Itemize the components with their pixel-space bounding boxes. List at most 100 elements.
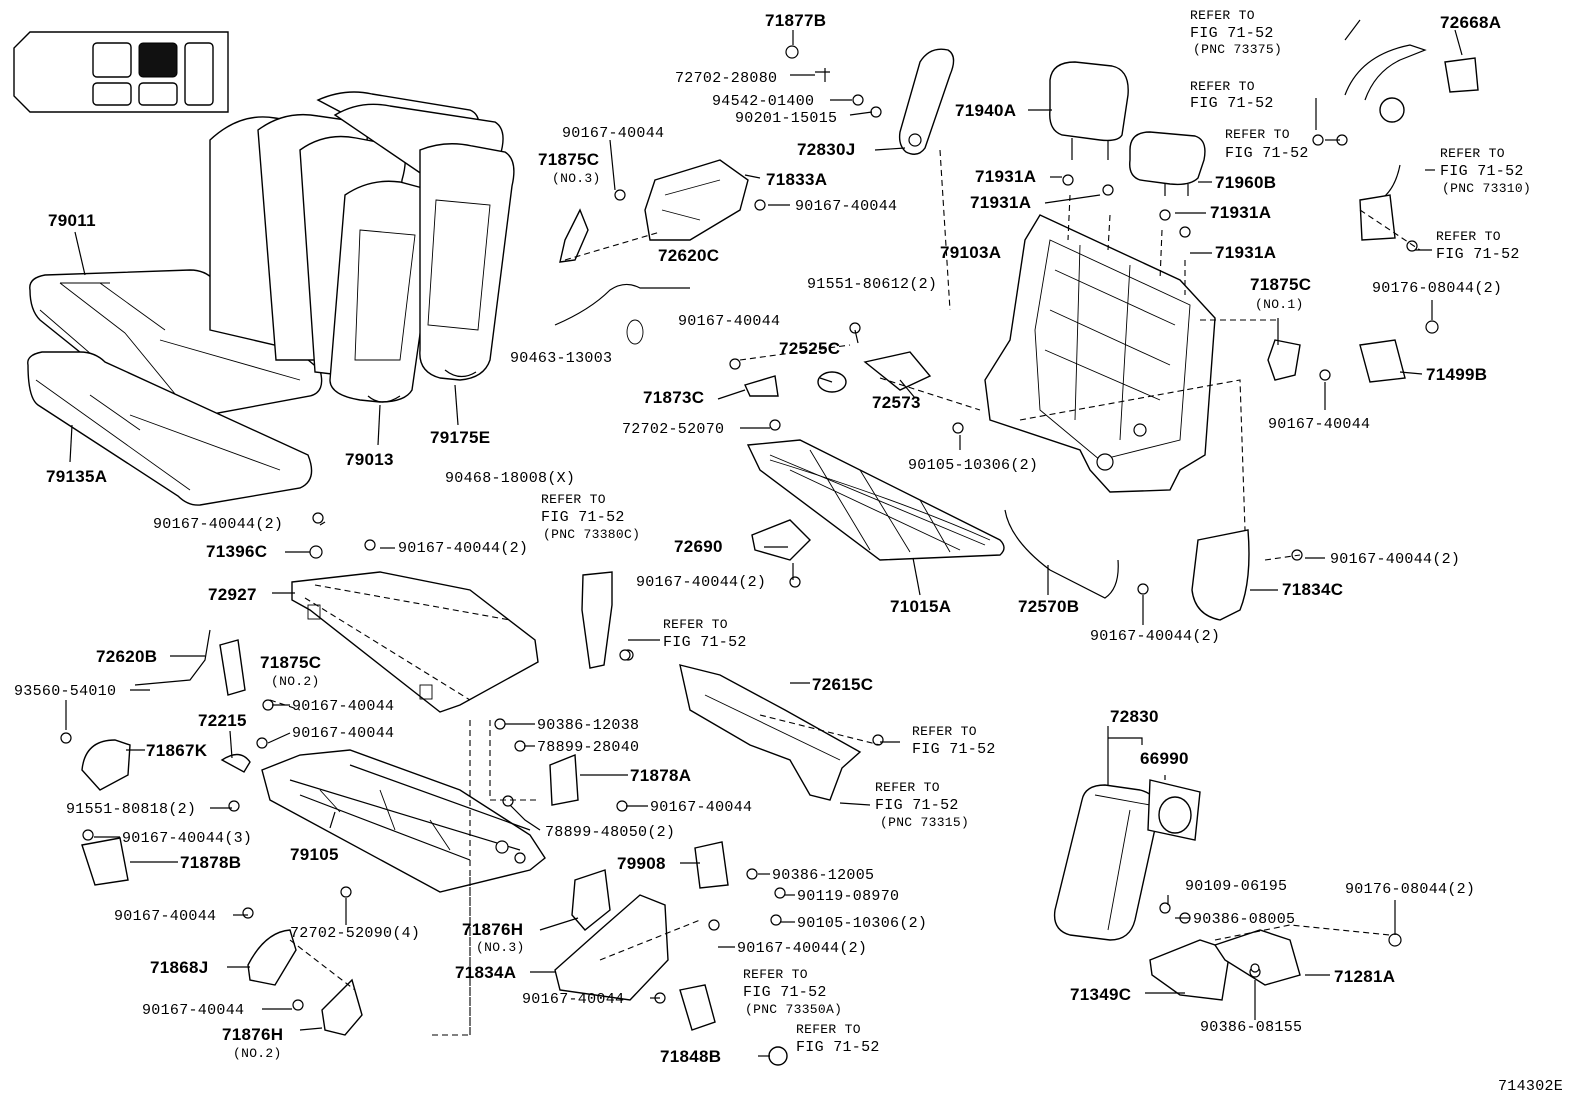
label-72215: 72215 [198,711,247,730]
refer-73310-3: (PNC 73310) [1442,181,1531,196]
label-90167-f: 90167-40044(2) [1330,551,1460,568]
tray-72615C [679,664,862,801]
label-71873C: 71873C [643,388,704,407]
refer-73380C-2: FIG 71-52 [541,509,625,526]
diagram-id: 714302E [1498,1078,1563,1095]
bracket-72702 [815,68,830,82]
cover-71875C-no3 [559,208,589,263]
label-90386-12038: 90386-12038 [537,717,639,734]
label-71931A-1: 71931A [975,167,1036,186]
label-72690: 72690 [674,537,723,556]
armrest-72830J [898,48,955,155]
cover-71867K [81,739,131,791]
label-91551-808: 91551-80818(2) [66,801,196,818]
seat-cushion-frame-71015A [746,439,1005,561]
label-71876H-no2-sub: (NO.2) [233,1046,282,1061]
label-71877B: 71877B [765,11,826,30]
label-72620C: 72620C [658,246,719,265]
label-90201: 90201-15015 [735,110,837,127]
label-71499B: 71499B [1426,365,1487,384]
seat-cushion-frame-79105 [261,749,546,893]
seat-belt-retractor [1344,44,1427,241]
cover-71876H-no2 [321,978,363,1036]
label-90167-m: 90167-40044(3) [122,830,252,847]
hinge-71349C [1149,939,1231,1001]
armrest-72830 [1053,784,1159,941]
label-90119: 90119-08970 [797,888,899,905]
label-71876H-no3: 71876H [462,920,523,939]
anchor-71848B [768,1046,788,1066]
label-71876H-no3-sub: (NO.3) [476,940,525,955]
locator-cell [92,82,132,106]
seat-cushion-79011 [29,269,323,421]
refer-f-2: FIG 71-52 [796,1039,880,1056]
locator-cell [92,42,132,78]
label-90463: 90463-13003 [510,350,612,367]
label-72615C: 72615C [812,675,873,694]
seat-belt-buckle-73380C [581,571,613,669]
label-90386-08005: 90386-08005 [1193,911,1295,928]
label-71875C-no1: 71875C [1250,275,1311,294]
refer-73315-2: FIG 71-52 [875,797,959,814]
cover-71834C [1191,529,1250,621]
refer-c-2: FIG 71-52 [1436,246,1520,263]
cup-holder-66990 [1147,779,1201,841]
refer-73350A-3: (PNC 73350A) [745,1002,842,1017]
cable-72620C [554,283,690,345]
label-79175E: 79175E [430,428,490,447]
label-90167-c: 90167-40044 [678,313,780,330]
label-79013: 79013 [345,450,394,469]
refer-c-1: REFER TO [1436,229,1501,244]
label-71875C-no3-sub: (NO.3) [552,171,601,186]
label-71833A: 71833A [766,170,827,189]
cover-71876H-no3 [571,869,611,931]
lever-72573 [863,351,932,391]
label-72620B: 72620B [96,647,157,666]
label-71931A-2: 71931A [970,193,1031,212]
refer-73380C-3: (PNC 73380C) [543,527,640,542]
label-72830: 72830 [1110,707,1159,726]
refer-d-2: FIG 71-52 [663,634,747,651]
label-71875C-no3: 71875C [538,150,599,169]
refer-f-1: REFER TO [796,1022,861,1037]
label-91551-806: 91551-80612(2) [807,276,937,293]
label-90167-a: 90167-40044 [562,125,664,142]
label-90468: 90468-18008(X) [445,470,575,487]
label-90167-l: 90167-40044 [650,799,752,816]
label-72570B: 72570B [1018,597,1079,616]
label-72702-52090: 72702-52090(4) [290,925,420,942]
label-94542: 94542-01400 [712,93,814,110]
refer-73350A-1: REFER TO [743,967,808,982]
label-90176-b: 90176-08044(2) [1345,881,1475,898]
cover-71868J [247,929,297,986]
label-79011: 79011 [48,211,96,230]
hinge-79908 [694,841,729,889]
label-90167-j: 90167-40044 [292,698,394,715]
headrest-71960B [1129,131,1206,196]
locator-cell [184,42,214,106]
refer-73310-2: FIG 71-52 [1440,163,1524,180]
label-90109: 90109-06195 [1185,878,1287,895]
label-71867K: 71867K [146,741,208,760]
label-71848B: 71848B [660,1047,721,1066]
refer-a-1: REFER TO [1190,79,1255,94]
cable-72620B [134,629,211,686]
refer-73375-2: FIG 71-52 [1190,25,1274,42]
leader-lines [65,19,1463,1057]
knob-71873C [744,375,779,397]
label-72702-52070: 72702-52070 [622,421,724,438]
label-90167-q: 90167-40044 [142,1002,244,1019]
cover-71875C-no1 [1267,339,1301,381]
label-90167-n: 90167-40044(2) [737,940,867,957]
label-78899-48050: 78899-48050(2) [545,824,675,841]
label-66990: 66990 [1140,749,1189,768]
seat-belt-buckle-72668A [1444,57,1479,93]
label-90176-a: 90176-08044(2) [1372,280,1502,297]
cover-72215 [220,753,251,773]
plate-72690 [751,519,811,561]
label-72830J: 72830J [797,140,856,159]
label-71940A: 71940A [955,101,1016,120]
refer-e-2: FIG 71-52 [912,741,996,758]
label-90167-p: 90167-40044 [522,991,624,1008]
part-labels: 79011 79135A 79013 79175E 90468-18008(X)… [14,8,1563,1095]
